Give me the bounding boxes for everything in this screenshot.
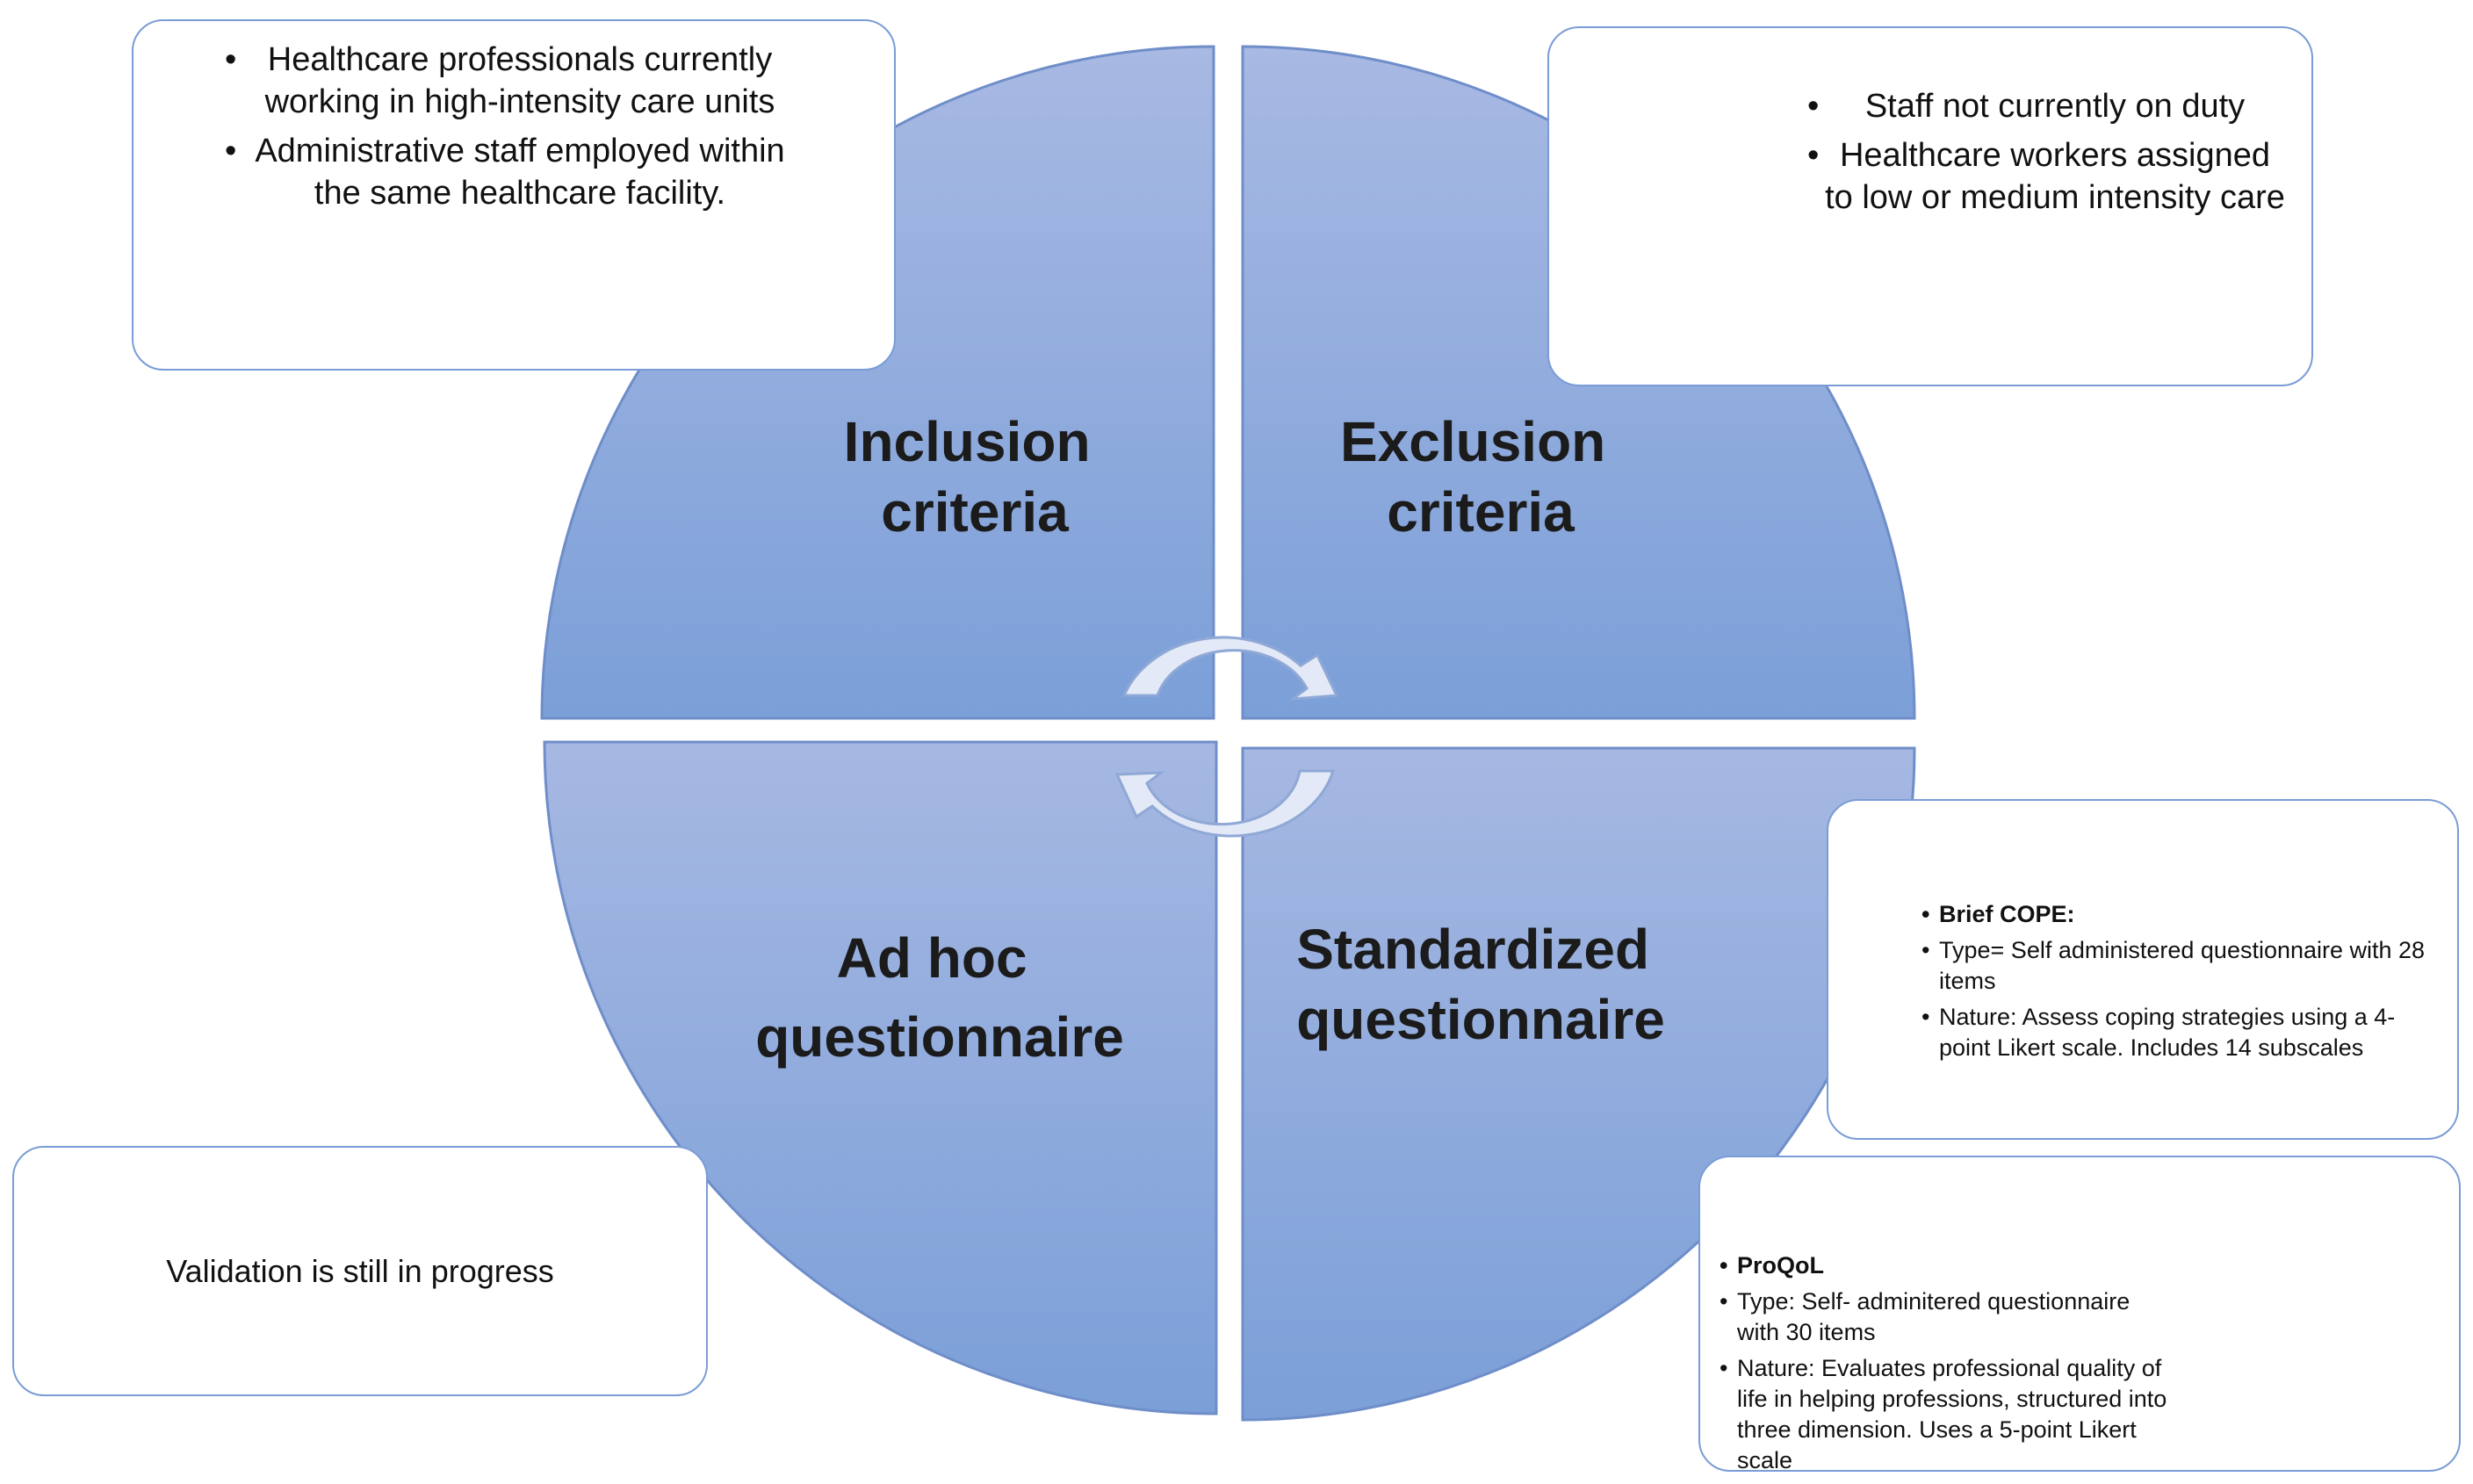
list-item: •Nature: Assess coping strategies using … <box>1921 1004 2396 1061</box>
bullet-icon: • <box>1807 88 1820 125</box>
bullet-icon: • <box>1720 1252 1728 1279</box>
adhoc-note-box: Validation is still in progress <box>12 1146 708 1396</box>
inclusion-criteria-box: •Healthcare professionals currently work… <box>132 19 896 371</box>
list-item: •Nature: Evaluates professional quality … <box>1720 1355 2167 1473</box>
bullet-icon: • <box>1720 1288 1728 1315</box>
exclusion-title: Exclusion criteria <box>1340 410 1621 544</box>
inclusion-title: Inclusion criteria <box>844 410 1107 544</box>
adhoc-quadrant <box>543 740 1218 1416</box>
list-item: •Administrative staff employed within th… <box>225 130 797 214</box>
adhoc-title: Ad hoc questionnaire <box>755 926 1124 1069</box>
brief-cope-title: •Brief COPE: <box>1921 899 2440 930</box>
bullet-icon: • <box>1921 937 1930 963</box>
bullet-icon: • <box>1720 1355 1728 1381</box>
list-item: •Type= Self administered questionnaire w… <box>1921 937 2426 994</box>
bullet-icon: • <box>225 133 237 169</box>
adhoc-note-text: Validation is still in progress <box>166 1252 554 1289</box>
bullet-icon: • <box>1921 901 1930 927</box>
list-item: •Type: Self- adminitered questionnaire w… <box>1720 1288 2131 1345</box>
counterclockwise-arrow-icon <box>1114 769 1336 838</box>
clockwise-arrow-icon <box>1121 636 1339 701</box>
bullet-icon: • <box>1921 1004 1930 1030</box>
proqol-list: •ProQoL •Type: Self- adminitered questio… <box>1720 1250 2178 1476</box>
exclusion-list: •Staff not currently on duty •Healthcare… <box>1807 85 2285 219</box>
bullet-icon: • <box>225 41 237 78</box>
brief-cope-box: •Brief COPE: •Type= Self administered qu… <box>1827 799 2459 1140</box>
inclusion-list: •Healthcare professionals currently work… <box>225 39 797 214</box>
bullet-icon: • <box>1807 137 1820 174</box>
brief-cope-list: •Brief COPE: •Type= Self administered qu… <box>1921 899 2440 1063</box>
exclusion-criteria-box: •Staff not currently on duty •Healthcare… <box>1547 26 2313 386</box>
list-item: •Staff not currently on duty <box>1807 85 2285 127</box>
proqol-box: •ProQoL •Type: Self- adminitered questio… <box>1698 1156 2461 1473</box>
list-item: •Healthcare professionals currently work… <box>225 39 797 123</box>
proqol-title: •ProQoL <box>1720 1250 2178 1281</box>
standardized-title: Standardized questionnaire <box>1296 918 1665 1051</box>
list-item: •Healthcare workers assigned to low or m… <box>1807 134 2285 219</box>
